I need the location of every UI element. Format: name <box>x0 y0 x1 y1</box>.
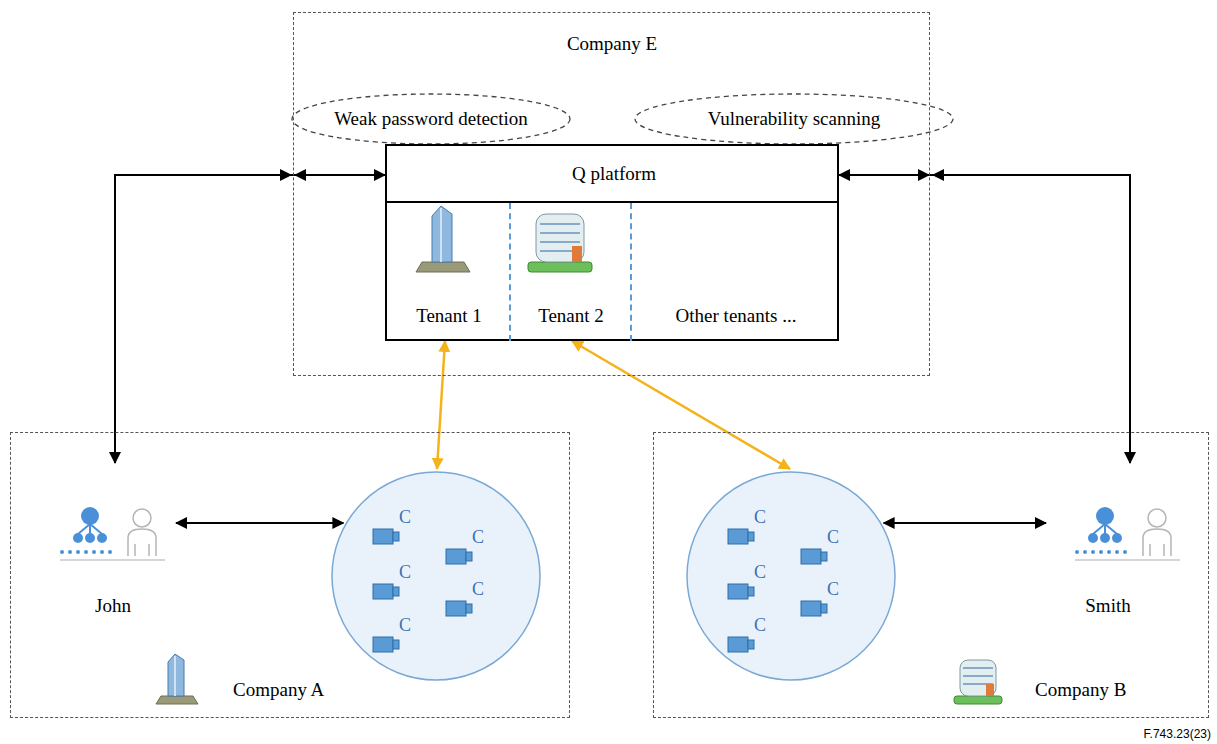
connector-arrow <box>115 175 385 463</box>
camera-body <box>801 549 821 564</box>
camera-label: C <box>827 527 839 549</box>
tenant-cell: Tenant 1 <box>389 203 509 341</box>
camera-label: C <box>399 507 411 529</box>
node-label: Smith <box>1085 595 1130 618</box>
camera-body <box>373 584 393 599</box>
node-label: Company E <box>567 33 657 56</box>
node-label: Tenant 1 <box>416 305 482 328</box>
tenant-cell: Other tenants ... <box>630 203 839 341</box>
connector-arrow <box>572 341 790 469</box>
platform-box: Q platformTenant 1 Tenant 2 Other tenants … <box>385 144 839 341</box>
camera-group: C C C C C <box>686 471 896 681</box>
circle-outline <box>331 471 541 681</box>
camera-body <box>728 529 748 544</box>
camera-label: C <box>472 579 484 601</box>
function-ellipse: Weak password detection <box>291 93 571 145</box>
user-node: John <box>51 463 176 618</box>
camera-lens <box>748 640 754 649</box>
camera-lens <box>821 552 827 561</box>
node-label: Weak password detection <box>334 108 528 131</box>
camera-lens <box>466 552 472 561</box>
camera-lens <box>748 587 754 596</box>
user-node: Smith <box>1046 463 1171 618</box>
circle-outline <box>332 472 540 680</box>
camera-body <box>728 584 748 599</box>
circle-outline <box>687 472 895 680</box>
camera-body <box>373 529 393 544</box>
connector-arrow <box>437 341 445 469</box>
connector-arrow <box>839 175 1130 463</box>
camera-label: C <box>754 615 766 637</box>
node-label: Other tenants ... <box>676 305 797 328</box>
camera-label: C <box>399 562 411 584</box>
ellipse-outline <box>635 94 953 144</box>
connector-arrow <box>176 522 343 524</box>
office-building <box>954 660 1002 704</box>
connector-arrow <box>884 522 1046 524</box>
camera-lens <box>748 532 754 541</box>
node-label: Vulnerability scanning <box>708 108 880 131</box>
camera-label: C <box>754 562 766 584</box>
company-region: Company AJohnCCCCC <box>10 432 570 718</box>
node-label: Q platform <box>572 163 656 186</box>
camera-label: C <box>472 527 484 549</box>
ellipse-outline <box>292 94 570 144</box>
smith-icon <box>1075 507 1180 560</box>
tenant-cell: Tenant 2 <box>509 203 630 341</box>
camera-body <box>801 601 821 616</box>
node-label: John <box>95 595 131 618</box>
tower-building <box>156 654 198 704</box>
camera-body <box>446 601 466 616</box>
camera-group: C C C C C <box>331 471 541 681</box>
camera-label: C <box>754 507 766 529</box>
node-label: Company A <box>233 679 324 702</box>
camera-lens <box>393 532 399 541</box>
company-region: Company E Weak password detection Vulnerab… <box>293 12 930 376</box>
camera-lens <box>466 604 472 613</box>
john-icon <box>60 507 165 560</box>
circle-outline <box>686 471 896 681</box>
company-region: Company B C C C C C Smith <box>653 432 1209 718</box>
camera-lens <box>393 640 399 649</box>
camera-lens <box>821 604 827 613</box>
camera-body <box>728 637 748 652</box>
function-ellipse: Vulnerability scanning <box>634 93 954 145</box>
camera-body <box>373 637 393 652</box>
camera-label: C <box>399 615 411 637</box>
camera-label: C <box>827 579 839 601</box>
node-label: Company B <box>1035 679 1126 702</box>
office-building <box>528 214 592 272</box>
camera-body <box>446 549 466 564</box>
figure-number: F.743.23(23) <box>1144 727 1211 741</box>
node-label: Tenant 2 <box>538 305 604 328</box>
tower-building <box>416 206 470 272</box>
camera-lens <box>393 587 399 596</box>
